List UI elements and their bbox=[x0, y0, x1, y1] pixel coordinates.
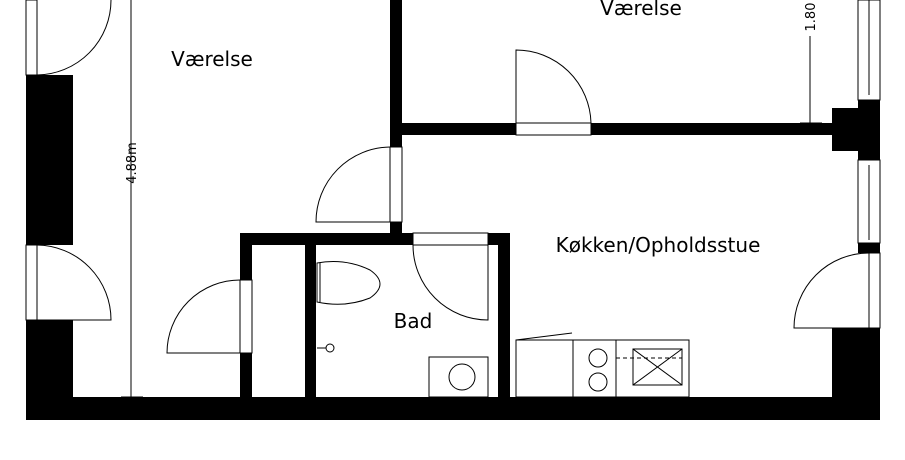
door-swing bbox=[515, 49, 592, 124]
toilet-icon bbox=[316, 261, 381, 305]
walls bbox=[26, 0, 880, 420]
right-wall-segment bbox=[858, 100, 880, 160]
entry-door-swing bbox=[793, 252, 870, 329]
stove-icon bbox=[572, 339, 617, 398]
sink-icon bbox=[428, 356, 489, 398]
entry-door-frame bbox=[868, 252, 881, 329]
door-frame bbox=[515, 122, 592, 136]
fixtures bbox=[316, 261, 690, 398]
left-door-swing bbox=[36, 0, 112, 76]
left-door-swing bbox=[36, 244, 112, 321]
interior-wall bbox=[402, 123, 516, 135]
bath-door-swing bbox=[412, 244, 489, 321]
door-frame bbox=[389, 146, 403, 223]
windows-and-doors bbox=[25, 0, 881, 354]
door-swing bbox=[315, 146, 391, 223]
dimension-label-left: 4.88m bbox=[125, 142, 140, 184]
dimension-lines bbox=[121, 0, 822, 398]
room-label-kitchen-living: Køkken/Opholdsstue bbox=[556, 233, 761, 257]
bath-top-wall bbox=[240, 233, 413, 245]
drain-icon bbox=[325, 343, 335, 353]
fridge-icon bbox=[515, 339, 574, 398]
left-door-frame bbox=[25, 0, 38, 76]
closet-door-frame bbox=[239, 279, 253, 354]
right-wall-segment bbox=[832, 328, 880, 398]
room-label-left-bedroom: Værelse bbox=[171, 47, 253, 71]
left-door-frame bbox=[25, 244, 38, 321]
bottom-wall bbox=[26, 397, 880, 420]
closet-wall bbox=[240, 233, 252, 280]
bath-door-frame bbox=[412, 232, 489, 246]
left-wall-segment bbox=[26, 75, 73, 245]
burner-icon bbox=[588, 348, 608, 368]
dimension-label-top: 1.80 bbox=[804, 3, 819, 32]
closet-door-swing bbox=[166, 279, 241, 354]
room-label-top-bedroom: Værelse bbox=[600, 0, 682, 20]
bath-right-wall bbox=[498, 233, 510, 398]
right-wall-segment bbox=[858, 243, 880, 253]
room-label-bathroom: Bad bbox=[394, 309, 433, 333]
bath-left-wall bbox=[305, 245, 316, 398]
closet-wall bbox=[240, 353, 252, 398]
kitchen-sink-icon bbox=[615, 339, 690, 398]
interior-wall bbox=[591, 123, 832, 135]
interior-wall bbox=[390, 0, 402, 147]
interior-wall bbox=[390, 222, 402, 235]
burner-icon bbox=[588, 372, 608, 392]
